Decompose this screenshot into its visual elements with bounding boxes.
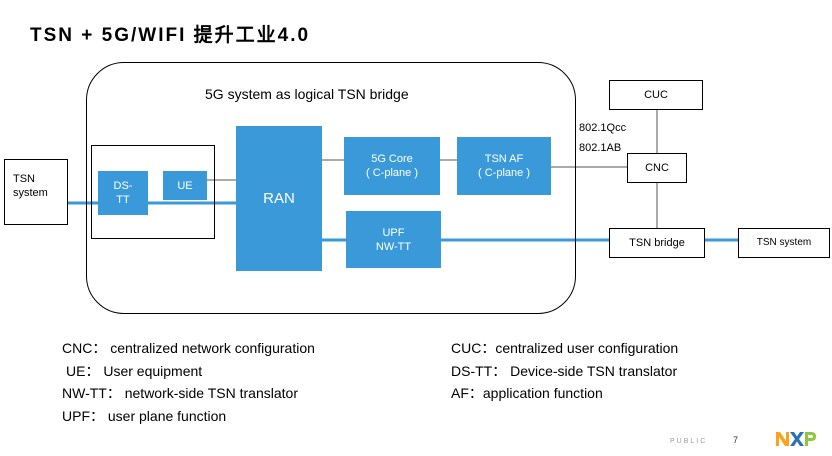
legend-item: UPF： user plane function bbox=[62, 408, 227, 424]
cuc-box: CUC bbox=[609, 80, 703, 110]
5g-core-block: 5G Core ( C-plane ) bbox=[344, 137, 440, 195]
tsn-system-right: TSN system bbox=[738, 228, 830, 258]
nxp-logo-icon bbox=[776, 432, 816, 446]
upf-block: UPF NW-TT bbox=[346, 211, 441, 268]
logical-tsn-bridge-frame bbox=[86, 62, 576, 314]
tsn-system-left: TSN system bbox=[4, 159, 68, 225]
legend-item: NW-TT： network-side TSN translator bbox=[62, 385, 298, 401]
cnc-box: CNC bbox=[627, 153, 687, 183]
ue-block: UE bbox=[163, 171, 207, 200]
legend-item: UE： User equipment bbox=[66, 363, 203, 379]
tsn-bridge-box: TSN bridge bbox=[609, 228, 705, 258]
slide-title: TSN + 5G/WIFI 提升工业4.0 bbox=[30, 25, 311, 46]
page-number: 7 bbox=[733, 435, 739, 445]
classification-label: PUBLIC bbox=[670, 438, 708, 445]
tsn-af-block: TSN AF ( C-plane ) bbox=[457, 137, 551, 195]
ran-block: RAN bbox=[236, 126, 322, 271]
legend-item: DS-TT： Device-side TSN translator bbox=[451, 363, 678, 379]
device-side-frame bbox=[91, 145, 215, 239]
protocol-label-qcc: 802.1Qcc bbox=[579, 122, 627, 134]
protocol-label-ab: 802.1AB bbox=[579, 142, 622, 154]
legend-item: CNC： centralized network configuration bbox=[62, 340, 315, 356]
ds-tt-block: DS- TT bbox=[98, 171, 148, 215]
tsn-system-left-label: TSN system bbox=[13, 173, 48, 199]
legend-item: AF：application function bbox=[451, 385, 603, 401]
bridge-label: 5G system as logical TSN bridge bbox=[205, 86, 409, 102]
legend-item: CUC：centralized user configuration bbox=[451, 340, 679, 356]
